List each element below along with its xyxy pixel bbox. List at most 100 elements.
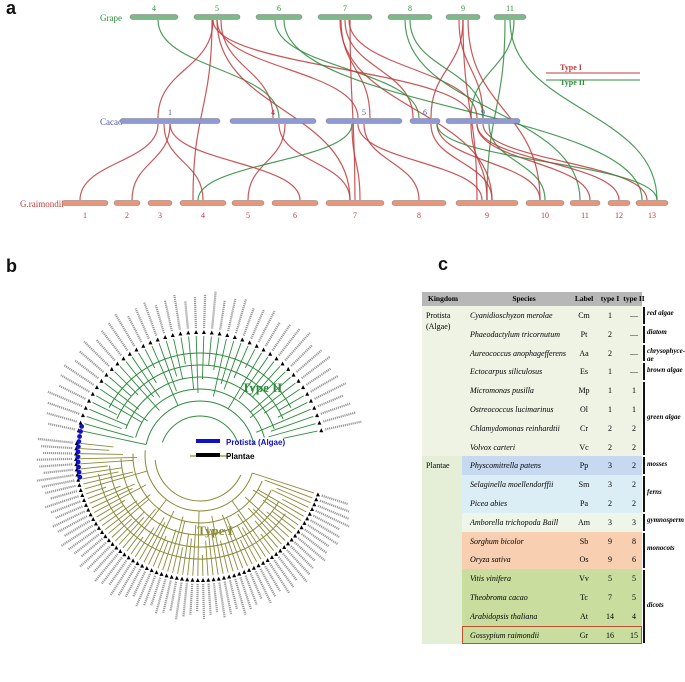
type1-tip-marker <box>74 441 79 446</box>
synteny-link <box>458 19 484 119</box>
type1-tip-label <box>142 575 157 607</box>
type1-tip-marker <box>154 570 159 575</box>
cacao-chromosome-label: 6 <box>423 108 427 117</box>
type2-tip-label <box>173 294 181 330</box>
type1-tip-marker <box>100 530 105 535</box>
type1-tip-marker <box>307 511 312 516</box>
type1-branch <box>84 470 148 490</box>
type1-tip-marker <box>185 577 190 582</box>
type1-tip-label <box>196 583 199 612</box>
type2-tip-label <box>324 420 362 431</box>
type1-tip-marker <box>74 446 79 451</box>
synteny-link <box>486 19 506 201</box>
type1-tip-marker <box>78 487 83 492</box>
type2-branch <box>244 349 256 369</box>
grape-chromosome <box>387 14 433 20</box>
type1-branch <box>80 448 110 451</box>
group-label: green algae <box>647 412 681 421</box>
type1-tip-marker <box>289 537 294 542</box>
type1-tip-label <box>45 484 76 495</box>
type1-count: 5 <box>608 574 612 584</box>
type1-tip-label <box>310 519 340 538</box>
type1-tip-label <box>277 556 298 582</box>
group-bracket <box>643 457 645 475</box>
type1-tip-label <box>169 581 178 612</box>
synteny-link <box>212 19 472 119</box>
protista-tip-dot <box>75 454 81 460</box>
type2-tip-marker <box>225 333 230 338</box>
synteny-link <box>278 123 351 201</box>
type1-count: 14 <box>606 611 614 621</box>
legend-plantae-swatch <box>196 453 220 457</box>
type1-count: 1 <box>608 367 612 377</box>
type1-branch <box>134 527 155 558</box>
type1-tip-marker <box>86 507 91 512</box>
type1-tip-marker <box>216 576 221 581</box>
grape-chromosome-label: 8 <box>408 4 412 13</box>
graimondii-chromosome <box>325 200 385 206</box>
type1-branch <box>80 453 124 455</box>
type2-count: — <box>630 329 638 339</box>
synteny-link <box>79 123 159 201</box>
type1-tip-label <box>109 563 132 596</box>
type1-branch <box>187 538 192 576</box>
species-label: Mp <box>578 386 590 396</box>
type1-tip-marker <box>286 541 291 546</box>
type1-tip-label <box>282 552 308 583</box>
type1-tip-label <box>249 573 263 600</box>
species-name: Theobroma cacao <box>470 593 528 602</box>
type2-tip-marker <box>90 391 95 396</box>
group-bg <box>462 456 642 476</box>
species-label: At <box>580 611 588 621</box>
synteny-link <box>131 123 171 201</box>
type1-tip-marker <box>190 577 195 582</box>
species-label: Aa <box>579 348 589 358</box>
species-name: Physcomitrella patens <box>470 461 542 471</box>
synteny-link <box>163 123 204 201</box>
type1-tip-label <box>223 581 233 615</box>
type1-branch <box>80 465 108 470</box>
type1-tip-marker <box>293 533 298 538</box>
graimondii-chromosome-label: 12 <box>615 211 623 220</box>
synteny-link <box>476 123 591 201</box>
type2-count: 2 <box>632 480 636 490</box>
group-bracket <box>643 363 645 381</box>
group-bracket <box>643 476 645 512</box>
type2-tip-marker <box>109 366 114 371</box>
type1-branch <box>115 511 145 542</box>
type1-tip-marker <box>74 451 79 456</box>
graimondii-chromosome <box>607 200 631 206</box>
type1-tip-label <box>300 533 328 555</box>
group-bracket <box>643 570 645 644</box>
graimondii-chromosome-label: 13 <box>648 211 656 220</box>
type1-branch <box>101 500 138 526</box>
species-label: Cm <box>578 311 590 320</box>
cacao-chromosome <box>119 118 221 124</box>
type1-tip-marker <box>310 507 315 512</box>
graimondii-chromosome <box>179 200 227 206</box>
type1-branch <box>271 511 296 530</box>
type2-branch <box>158 343 177 392</box>
type2-tip-label <box>317 394 345 408</box>
type2-branch <box>238 356 269 400</box>
type1-tip-label <box>273 559 295 588</box>
type2-tip-marker <box>286 366 291 371</box>
type2-tip-label <box>284 332 311 362</box>
type1-tip-label <box>117 566 137 597</box>
type1-tip-label <box>124 568 142 598</box>
graimondii-chromosome-label: 8 <box>417 211 421 220</box>
type1-tip-marker <box>140 563 145 568</box>
type1-tip-label <box>154 578 167 615</box>
graimondii-chromosome <box>231 200 265 206</box>
type1-branch <box>148 510 175 565</box>
type2-branch <box>188 336 195 390</box>
type1-arc <box>109 465 280 548</box>
group-label: monocots <box>647 544 675 553</box>
type1-tip-marker <box>274 551 279 556</box>
cacao-chromosome-label: 4 <box>271 108 275 117</box>
type2-count: 6 <box>632 555 636 565</box>
type2-tip-label <box>95 338 116 362</box>
type2-count: 1 <box>632 386 636 396</box>
type1-tip-label <box>36 457 73 461</box>
